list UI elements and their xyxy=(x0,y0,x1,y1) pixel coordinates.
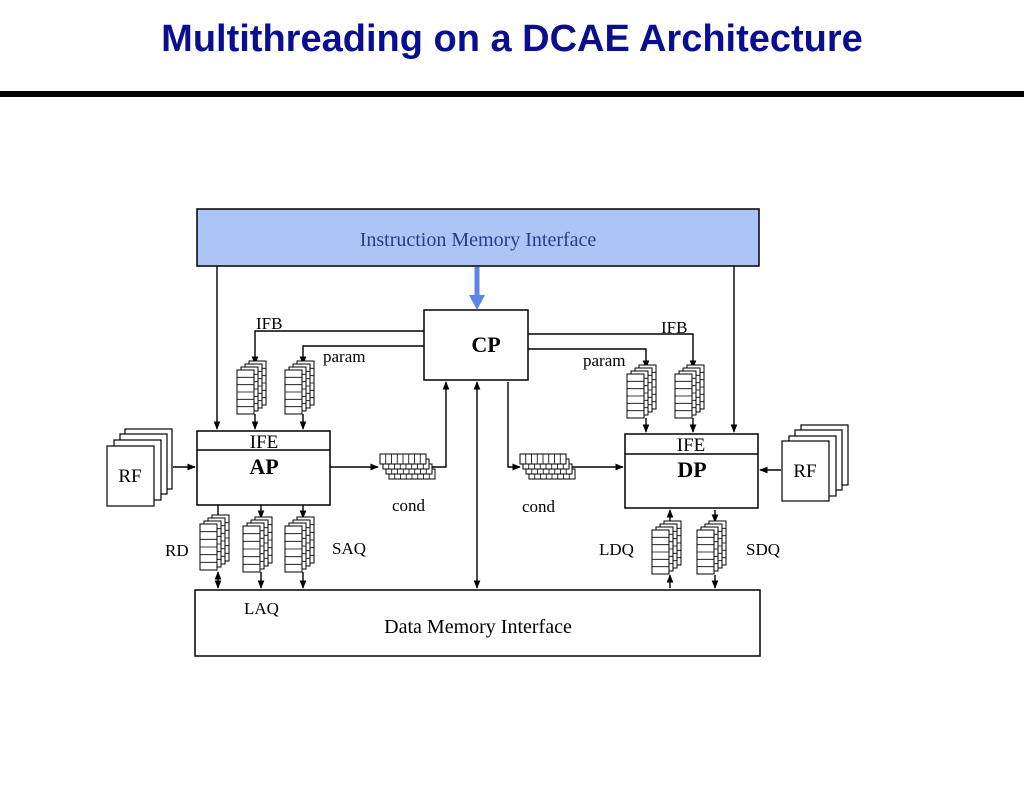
ap-box xyxy=(196,430,331,506)
ap-ife-label: IFE xyxy=(250,432,279,453)
dp-label: DP xyxy=(677,457,706,482)
saq-queue xyxy=(284,516,315,573)
cp-box xyxy=(423,309,529,381)
dp-box xyxy=(624,433,759,509)
cp-label: CP xyxy=(471,332,500,357)
cond-left-queue xyxy=(379,453,436,480)
ifb-right-label: IFB xyxy=(661,318,687,337)
instruction-memory-interface-box xyxy=(196,208,760,267)
rf-right-stack xyxy=(781,424,849,502)
instruction-memory-interface-label: Instruction Memory Interface xyxy=(360,229,597,251)
ifb-right-queue xyxy=(674,364,705,419)
laq-label: LAQ xyxy=(244,599,279,618)
sdq-queue xyxy=(696,520,727,575)
data-memory-interface-box xyxy=(194,589,761,657)
page-title: Multithreading on a DCAE Architecture xyxy=(161,18,863,60)
param-left-queue xyxy=(284,360,315,415)
cond-right-queue xyxy=(519,453,576,480)
param-left-label: param xyxy=(323,347,365,366)
saq-label: SAQ xyxy=(332,539,366,558)
sdq-label: SDQ xyxy=(746,540,780,559)
connection-lines xyxy=(173,266,781,589)
dp-ife-label: IFE xyxy=(677,435,706,456)
cp-fetch-arrowhead xyxy=(469,295,485,310)
queue-stacks xyxy=(199,360,727,575)
ifb-left-label: IFB xyxy=(256,314,282,333)
ifb-left-queue xyxy=(236,360,267,415)
rf-left-stack xyxy=(106,428,173,507)
param-right-label: param xyxy=(583,351,625,370)
rd-label: RD xyxy=(165,541,189,560)
title-divider xyxy=(0,91,1024,97)
cond-left-label: cond xyxy=(392,496,426,515)
cond-right-label: cond xyxy=(522,497,556,516)
rf-right-label: RF xyxy=(793,461,816,482)
ldq-label: LDQ xyxy=(599,540,634,559)
ap-label: AP xyxy=(249,454,278,479)
param-right-queue xyxy=(626,364,657,419)
ldq-queue xyxy=(651,520,682,575)
laq-queue xyxy=(242,516,273,573)
rd-queue xyxy=(199,514,230,571)
rf-left-label: RF xyxy=(118,466,141,487)
data-memory-interface-label: Data Memory Interface xyxy=(384,616,572,638)
